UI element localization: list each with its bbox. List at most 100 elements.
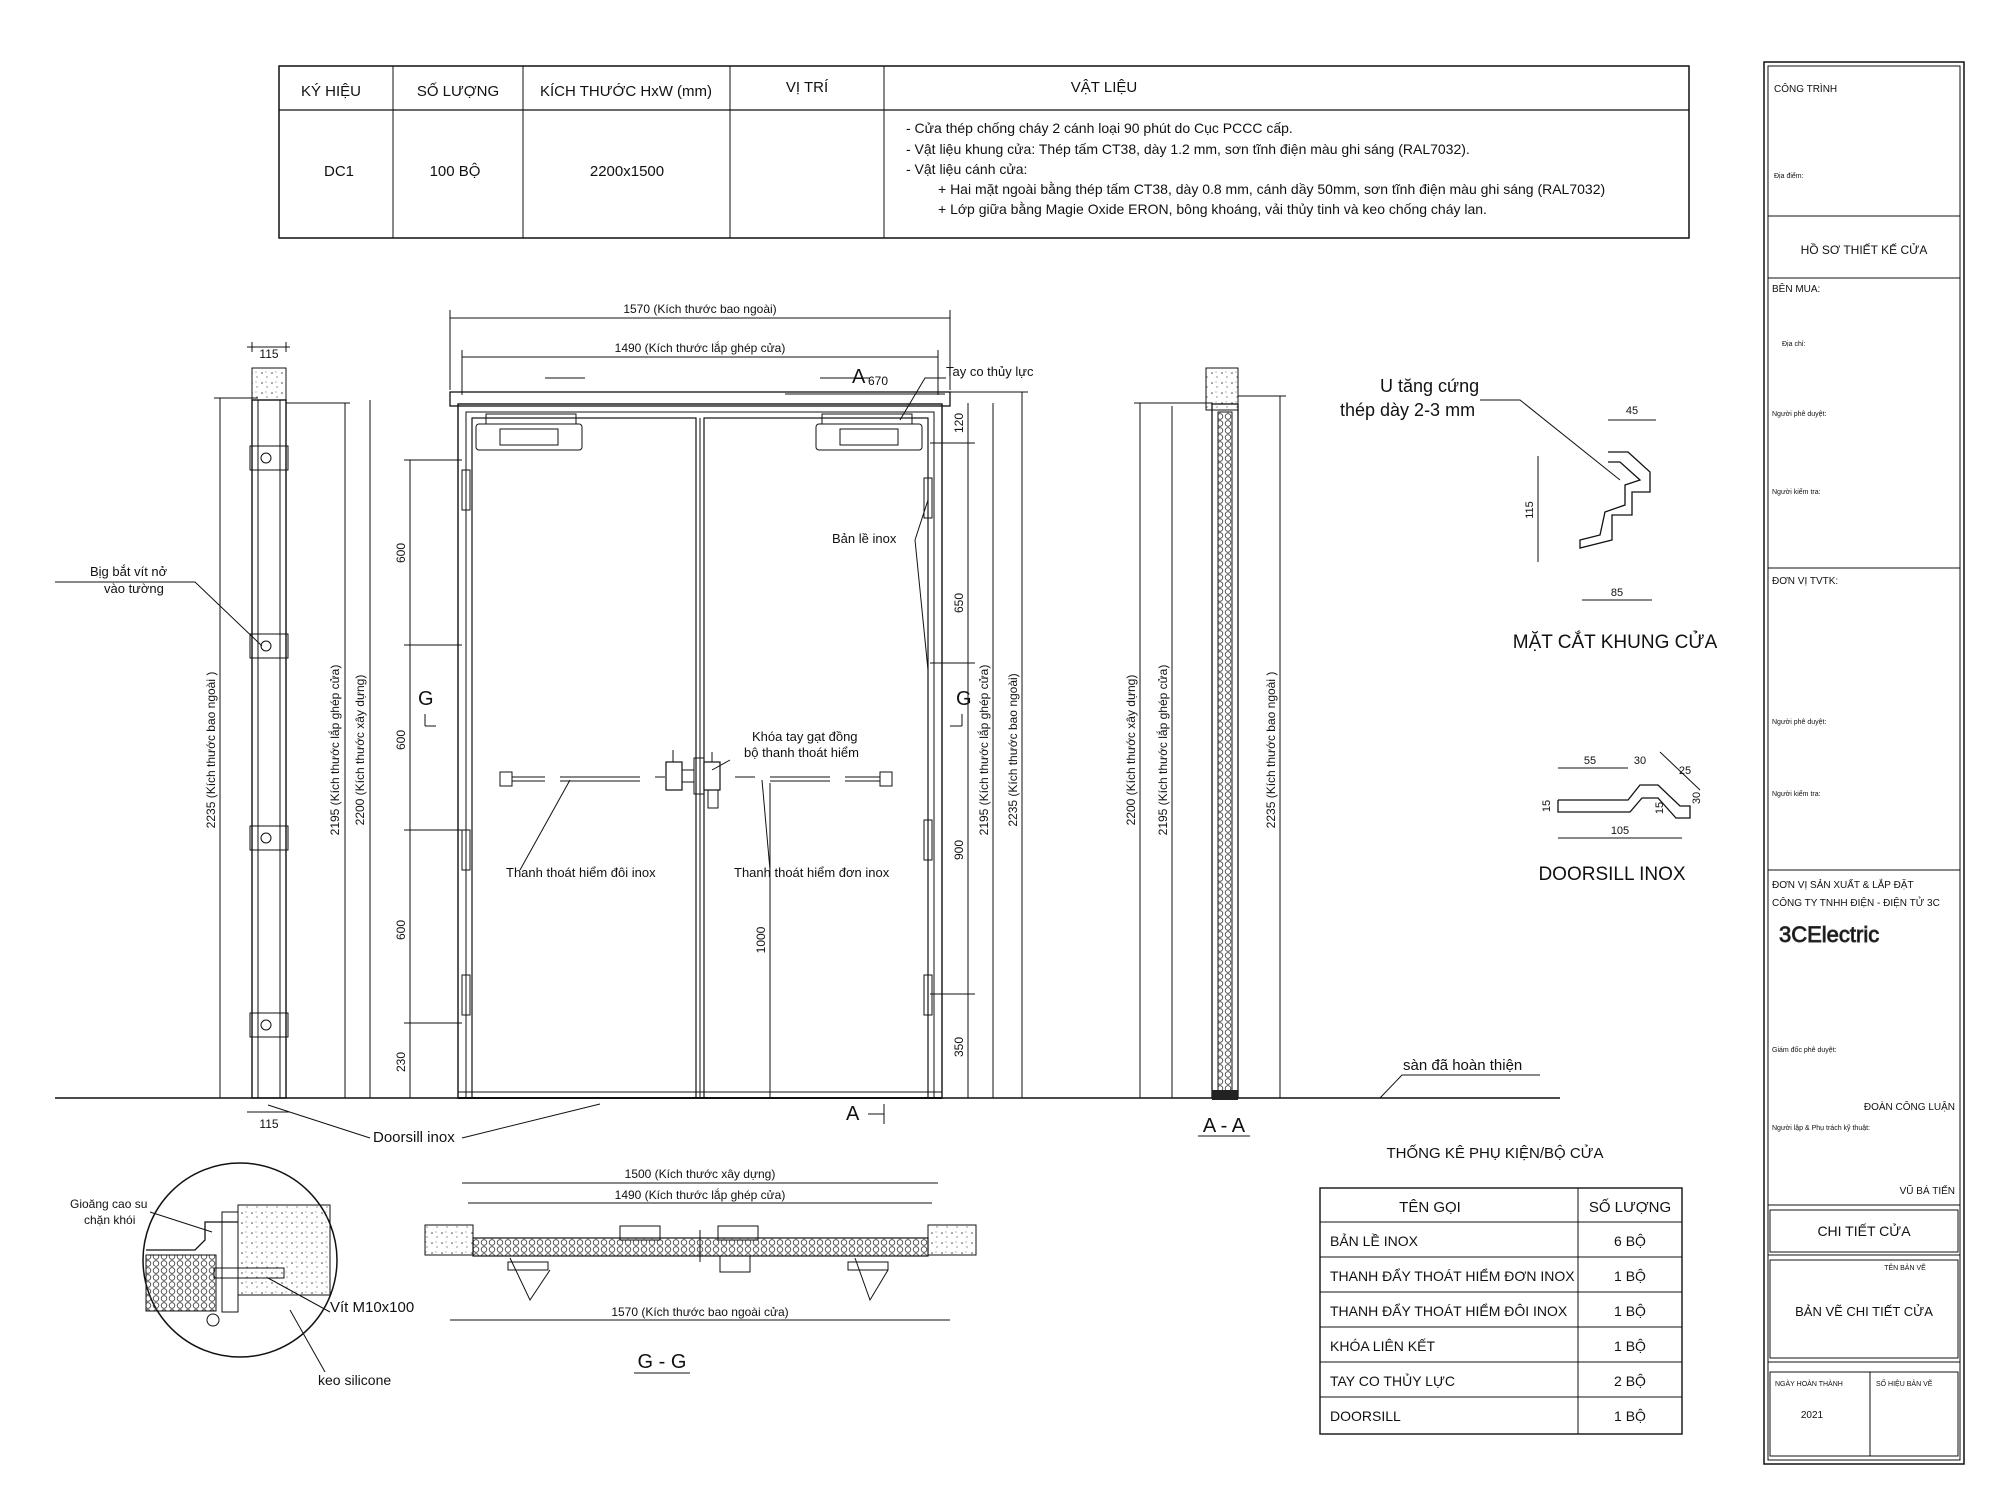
lock-label-2: bộ thanh thoát hiểm (744, 745, 859, 760)
left-dim-2200: 2200 (Kích thước xây dựng) (353, 675, 367, 826)
door-closer-right-icon (815, 413, 923, 451)
dim-right-2235: 2235 (Kích thước bao ngoài) (1006, 673, 1020, 826)
tb-drawing-name-label: TÊN BẢN VẼ (1884, 1263, 1926, 1272)
frame-section-title: MẶT CẮT KHUNG CỬA (1513, 631, 1718, 653)
tb-number-label: SỐ HIỆU BẢN VẼ (1876, 1378, 1933, 1388)
acc-row-2-name: THANH ĐẨY THOÁT HIỂM ĐƠN INOX (1330, 1267, 1575, 1284)
floor-label: sàn đã hoàn thiện (1403, 1057, 1522, 1074)
dim-1000: 1000 (754, 926, 768, 953)
section-a-top: A (852, 366, 866, 388)
spec-material-4: + Hai mặt ngoài bằng thép tấm CT38, dày … (938, 181, 1605, 197)
left-wall-section: 115 115 2235 (Kích thước bao ngoài ) 219… (55, 342, 371, 1131)
acc-row-6-name: DOORSILL (1330, 1408, 1401, 1424)
left-dim-115-bottom: 115 (259, 1117, 278, 1131)
frame-dim-115: 115 (1524, 501, 1536, 519)
dim-right-350: 350 (952, 1037, 966, 1057)
spec-material-5: + Lớp giữa bằng Magie Oxide ERON, bông k… (938, 201, 1487, 217)
accessories-table: THỐNG KÊ PHỤ KIỆN/BỘ CỬA TÊN GỌI SỐ LƯỢN… (1319, 1144, 1683, 1435)
sill-dim-15a: 15 (1541, 800, 1553, 812)
acc-row-5-qty: 2 BỘ (1614, 1373, 1646, 1389)
tb-tech-name: VŨ BÁ TIẾN (1900, 1184, 1955, 1197)
sill-dim-105: 105 (1611, 825, 1629, 837)
dim-left-600b: 600 (394, 730, 408, 750)
dim-install-width: 1490 (Kích thước lắp ghép cửa) (615, 340, 786, 355)
door-closer-left-icon (475, 413, 583, 451)
spec-table: KÝ HIỆU SỐ LƯỢNG KÍCH THƯỚC HxW (mm) VỊ … (278, 65, 1690, 239)
frame-dim-45: 45 (1626, 405, 1638, 417)
acc-row-5-name: TAY CO THỦY LỰC (1330, 1372, 1455, 1389)
anchor-label-1: Bịg bắt vít nở (90, 564, 168, 579)
panic-bar-double-icon (499, 771, 665, 787)
spec-header-material: VẬT LIỆU (1071, 79, 1137, 96)
dim-left-600c: 600 (394, 920, 408, 940)
doorsill-label: Doorsill inox (373, 1129, 455, 1146)
tb-director: Giám đốc phê duyệt: (1772, 1045, 1837, 1054)
door-elevation: 1570 (Kích thước bao ngoài) 1490 (Kích t… (267, 302, 1540, 1146)
tb-approver-1: Người phê duyệt: (1772, 411, 1826, 418)
acc-row-3-name: THANH ĐẨY THOÁT HIỂM ĐÔI INOX (1330, 1302, 1568, 1319)
acc-row-4-name: KHÓA LIÊN KẾT (1330, 1338, 1435, 1354)
doorsill-title: DOORSILL INOX (1538, 864, 1685, 885)
lock-icon (665, 750, 721, 809)
doorsill-detail: 55 30 25 15 15 30 105 DOORSILL INOX (1538, 751, 1703, 885)
acc-row-6-qty: 1 BỘ (1614, 1408, 1646, 1424)
dim-670: 670 (868, 374, 888, 388)
spec-quantity: 100 BỘ (430, 163, 481, 180)
tb-approver-2: Người phê duyệt: (1772, 719, 1826, 726)
dim-left-230: 230 (394, 1052, 408, 1072)
spec-header-quantity: SỐ LƯỢNG (417, 82, 499, 100)
section-aa-title: A - A (1203, 1115, 1246, 1137)
gg-dim-1500: 1500 (Kích thước xây dựng) (625, 1167, 776, 1181)
tb-logo: 3CElectric (1779, 922, 1879, 947)
acc-header-name: TÊN GỌI (1399, 1199, 1461, 1216)
spec-header-symbol: KÝ HIỆU (301, 83, 361, 100)
dim-right-650: 650 (952, 593, 966, 613)
tb-maker-2: CÔNG TY TNHH ĐIỆN - ĐIỆN TỬ 3C (1772, 896, 1940, 909)
dim-right-120: 120 (952, 413, 966, 433)
tb-consultant: ĐƠN VỊ TVTK: (1772, 576, 1838, 587)
silicone-label: keo silicone (318, 1372, 391, 1388)
acc-row-4-qty: 1 BỘ (1614, 1338, 1646, 1354)
tb-project: CÔNG TRÌNH (1774, 82, 1837, 95)
gg-dim-1490: 1490 (Kích thước lắp ghép cửa) (615, 1187, 786, 1202)
sill-dim-15b: 15 (1654, 802, 1666, 814)
tb-director-name: ĐOÀN CÔNG LUẬN (1864, 1100, 1955, 1113)
sill-dim-25: 25 (1679, 765, 1691, 777)
gasket-label-2: chặn khói (84, 1213, 135, 1227)
dim-left-600a: 600 (394, 543, 408, 563)
anchor-label-2: vào tường (104, 581, 164, 596)
tb-drawing-name: BẢN VẼ CHI TIẾT CỬA (1795, 1304, 1933, 1319)
tb-year: 2021 (1801, 1410, 1824, 1421)
tb-maker-1: ĐƠN VỊ SẢN XUẤT & LẮP ĐẶT (1772, 878, 1914, 891)
tb-address: Địa chỉ: (1782, 340, 1805, 348)
plan-gg: 1500 (Kích thước xây dựng) 1490 (Kích th… (424, 1167, 977, 1374)
single-bar-label: Thanh thoát hiểm đơn inox (734, 865, 890, 880)
tb-tech-lead: Người lập & Phụ trách kỹ thuật: (1772, 1125, 1870, 1132)
hinge-label: Bản lề inox (832, 531, 897, 546)
section-aa: A - A 2200 (Kích thước xây dựng) 2195 (K… (1124, 367, 1286, 1137)
title-block: CÔNG TRÌNH Địa điểm: HỒ SƠ THIẾT KẾ CỬA … (1763, 61, 1965, 1465)
acc-row-2-qty: 1 BỘ (1614, 1268, 1646, 1284)
acc-row-3-qty: 1 BỘ (1614, 1303, 1646, 1319)
tb-detail-title: CHI TIẾT CỬA (1817, 1222, 1911, 1239)
aa-dim-2235: 2235 (Kích thước bao ngoài ) (1264, 672, 1278, 829)
lock-label-1: Khóa tay gạt đồng (752, 729, 858, 744)
sill-dim-30: 30 (1634, 755, 1646, 767)
gg-dim-1570: 1570 (Kích thước bao ngoài cửa) (611, 1305, 788, 1319)
tb-checker-2: Người kiểm tra: (1772, 790, 1821, 798)
dim-outer-width: 1570 (Kích thước bao ngoài) (623, 302, 776, 316)
left-dim-2195: 2195 (Kích thước lắp ghép cửa) (327, 665, 342, 836)
gasket-label-1: Gioăng cao su (70, 1197, 147, 1211)
gg-title: G - G (638, 1351, 687, 1373)
left-dim-115-top: 115 (259, 347, 278, 361)
sill-dim-30b: 30 (1691, 792, 1703, 804)
dim-right-2195: 2195 (Kích thước lắp ghép cửa) (976, 665, 991, 836)
tb-location: Địa điểm: (1774, 172, 1804, 180)
tb-design-file: HỒ SƠ THIẾT KẾ CỬA (1801, 242, 1928, 257)
acc-header-qty: SỐ LƯỢNG (1589, 1198, 1671, 1216)
left-dim-2235: 2235 (Kích thước bao ngoài ) (204, 672, 218, 829)
screw-label: Vít M10x100 (330, 1299, 414, 1316)
spec-symbol: DC1 (324, 163, 354, 180)
closer-label: Tay co thủy lực (946, 364, 1034, 379)
